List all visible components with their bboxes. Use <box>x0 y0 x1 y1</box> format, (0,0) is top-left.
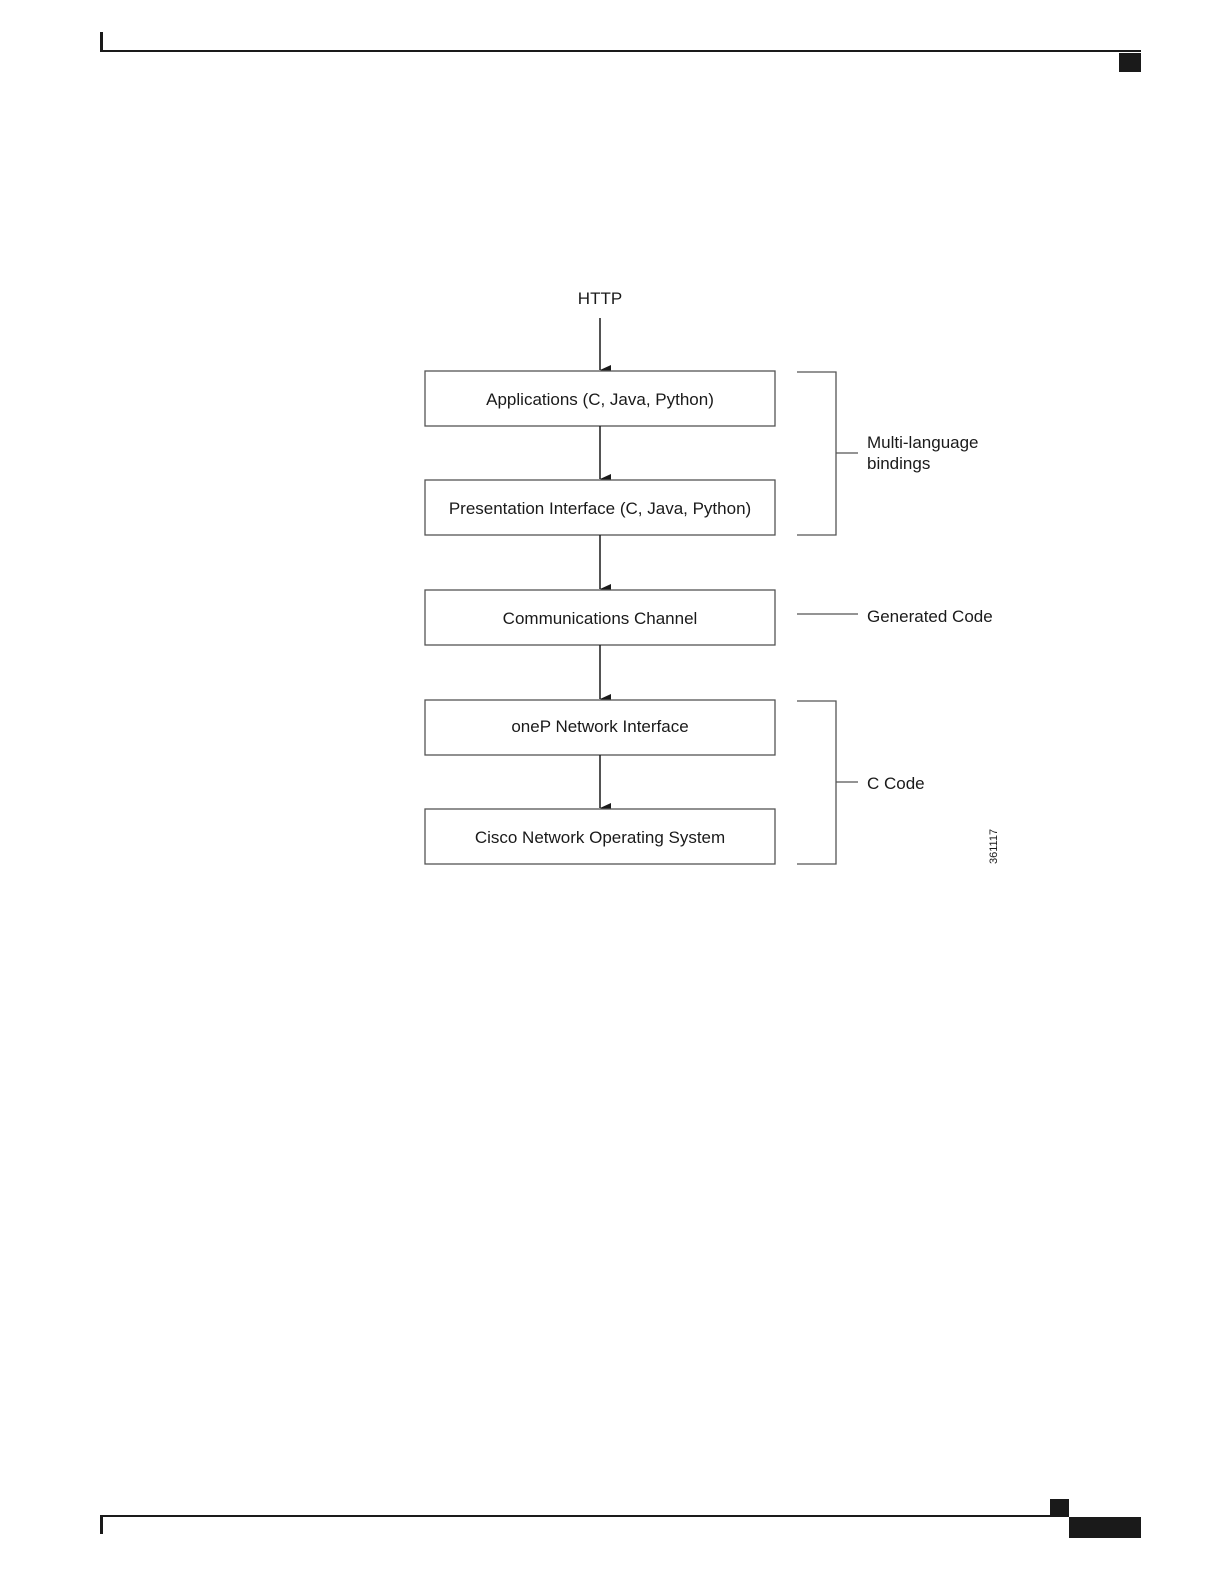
onep-network-interface-label: oneP Network Interface <box>511 717 688 736</box>
communications-channel-box: Communications Channel <box>425 590 775 645</box>
bindings-label: bindings <box>867 454 930 473</box>
onep-network-interface-box: oneP Network Interface <box>425 700 775 755</box>
cisco-network-os-box: Cisco Network Operating System <box>425 809 775 864</box>
presentation-interface-label: Presentation Interface (C, Java, Python) <box>449 499 751 518</box>
http-label: HTTP <box>578 289 622 308</box>
cisco-network-os-label: Cisco Network Operating System <box>475 828 725 847</box>
presentation-interface-box: Presentation Interface (C, Java, Python) <box>425 480 775 535</box>
applications-label: Applications (C, Java, Python) <box>486 390 714 409</box>
applications-box: Applications (C, Java, Python) <box>425 371 775 426</box>
multi-language-label: Multi-language <box>867 433 979 452</box>
c-code-bracket <box>797 701 858 864</box>
generated-code-label: Generated Code <box>867 607 993 626</box>
figure-id: 361117 <box>988 829 1000 864</box>
multi-language-bracket <box>797 372 858 535</box>
c-code-label: C Code <box>867 774 925 793</box>
communications-channel-label: Communications Channel <box>503 609 698 628</box>
